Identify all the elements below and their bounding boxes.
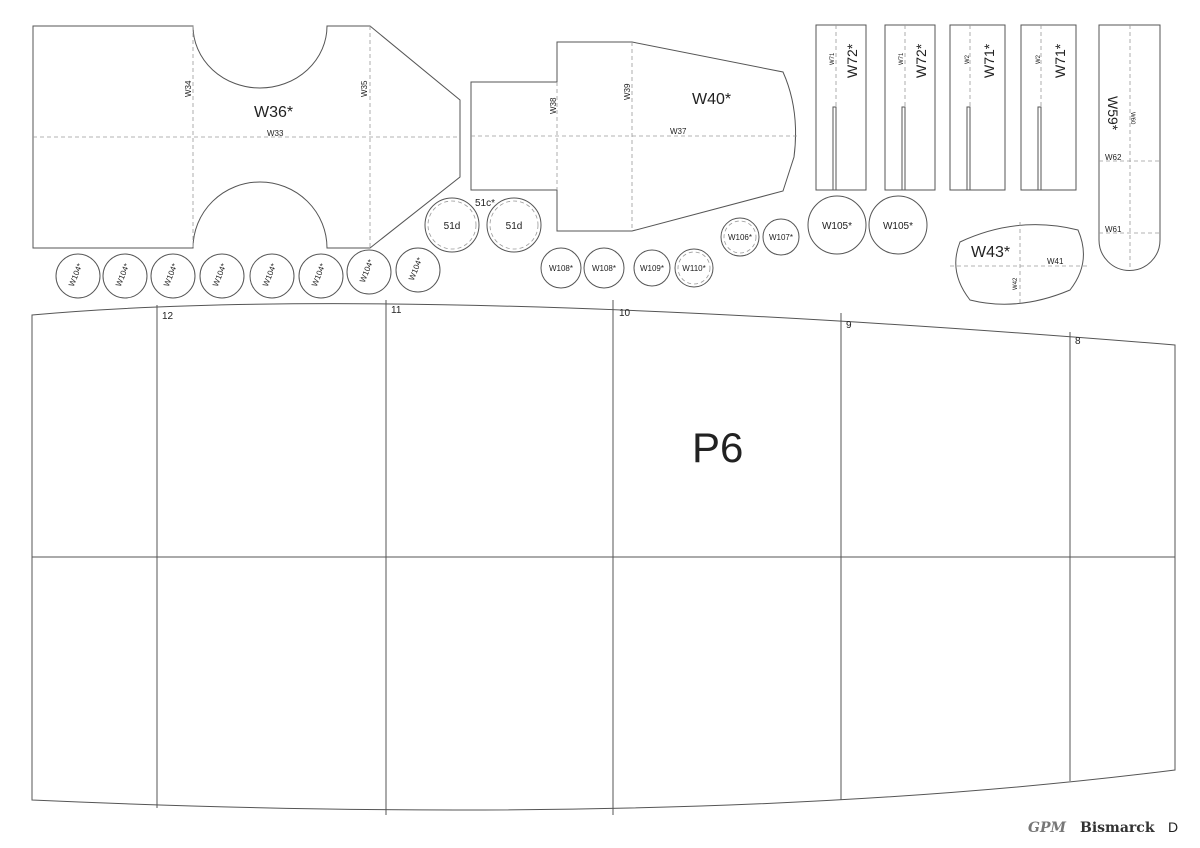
disc-w104: W104* <box>249 253 295 299</box>
fold-label-w33: W33 <box>267 129 284 138</box>
part-w71-second: W71* W2 <box>1020 24 1077 191</box>
disc-w107-label: W107* <box>769 233 793 242</box>
model-name: Bismarck <box>1080 820 1155 836</box>
part-w72-second: W72* W71 <box>884 24 936 191</box>
disc-w104: W104* <box>55 253 101 299</box>
disc-w106: W106* <box>720 217 760 257</box>
part-w72-second-label: W72* <box>913 43 929 78</box>
disc-w104: W104* <box>395 247 441 293</box>
frame-number-12: 12 <box>162 311 174 322</box>
disc-w104: W104* <box>150 253 196 299</box>
frame-number-8: 8 <box>1075 336 1081 347</box>
disc-w108-second: W108* <box>583 247 625 289</box>
disc-w105-first: W105* <box>807 195 867 255</box>
disc-w110: W110* <box>674 248 714 288</box>
fold-label-w62: W62 <box>1105 153 1122 162</box>
disc-51d-second: 51d <box>486 197 542 253</box>
w104-disc-row: W104* W104* W104* W104* W104* W104* W104… <box>55 247 441 299</box>
disc-w107: W107* <box>762 218 800 256</box>
sheet-letter: D <box>1168 819 1178 835</box>
disc-w108-second-label: W108* <box>592 264 616 273</box>
part-w71-first-label: W71* <box>981 43 997 78</box>
disc-w104: W104* <box>199 253 245 299</box>
part-w72-first: W72* W71 <box>815 24 867 191</box>
hull-panel-p6: 12 11 10 9 8 P6 <box>31 300 1176 815</box>
disc-w106-label: W106* <box>728 233 752 242</box>
fold-label-w34: W34 <box>184 80 193 97</box>
fold-label-w37: W37 <box>670 127 687 136</box>
fold-label-w39: W39 <box>623 83 632 100</box>
fold-label-w41: W41 <box>1047 257 1064 266</box>
disc-w105-first-label: W105* <box>822 221 852 232</box>
fold-label-w61: W61 <box>1105 225 1122 234</box>
panel-label-p6: P6 <box>692 424 743 471</box>
frame-number-11: 11 <box>391 305 402 316</box>
fold-label-w42: W42 <box>1013 277 1019 290</box>
fold-label-w35: W35 <box>360 80 369 97</box>
disc-w104: W104* <box>102 253 148 299</box>
disc-w109: W109* <box>633 249 671 287</box>
part-w72-second-small: W71 <box>899 52 905 65</box>
part-w43: W43* W41 W42 <box>950 222 1090 306</box>
fold-label-w60: W60 <box>1129 112 1135 125</box>
disc-w105-second: W105* <box>868 195 928 255</box>
disc-w109-label: W109* <box>640 264 664 273</box>
part-w71-first-small: W2 <box>965 54 971 64</box>
part-w40-label: W40* <box>692 91 731 108</box>
part-w59: W59* W60 W62 W61 <box>1098 24 1161 271</box>
part-w40: W40* W38 W39 W37 <box>470 41 797 232</box>
disc-w104: W104* <box>298 253 344 299</box>
frame-number-9: 9 <box>846 320 852 331</box>
disc-w108-first-label: W108* <box>549 264 573 273</box>
disc-w108-first: W108* <box>540 247 582 289</box>
part-w36: W36* W34 W35 W33 <box>32 25 461 249</box>
part-w72-first-small: W71 <box>830 52 836 65</box>
disc-w110-label: W110* <box>682 264 705 273</box>
disc-51d-first-label: 51d <box>444 221 461 232</box>
part-w71-first: W71* W2 <box>949 24 1006 191</box>
brand-logo: GPM <box>1028 820 1066 836</box>
part-w43-label: W43* <box>971 244 1010 261</box>
part-w72-first-label: W72* <box>844 43 860 78</box>
fold-label-w38: W38 <box>549 97 558 114</box>
disc-w104: W104* <box>346 249 392 295</box>
part-w71-second-label: W71* <box>1052 43 1068 78</box>
part-w36-label: W36* <box>254 104 293 121</box>
disc-51d-second-label: 51d <box>506 221 523 232</box>
part-w59-label: W59* <box>1105 96 1121 131</box>
disc-51d-first: 51d <box>424 197 480 253</box>
disc-w105-second-label: W105* <box>883 221 913 232</box>
frame-number-10: 10 <box>619 308 631 319</box>
sheet-footer: GPM Bismarck D <box>1028 819 1178 836</box>
part-w71-second-small: W2 <box>1036 54 1042 64</box>
part-51c-label: 51c* <box>475 198 495 209</box>
